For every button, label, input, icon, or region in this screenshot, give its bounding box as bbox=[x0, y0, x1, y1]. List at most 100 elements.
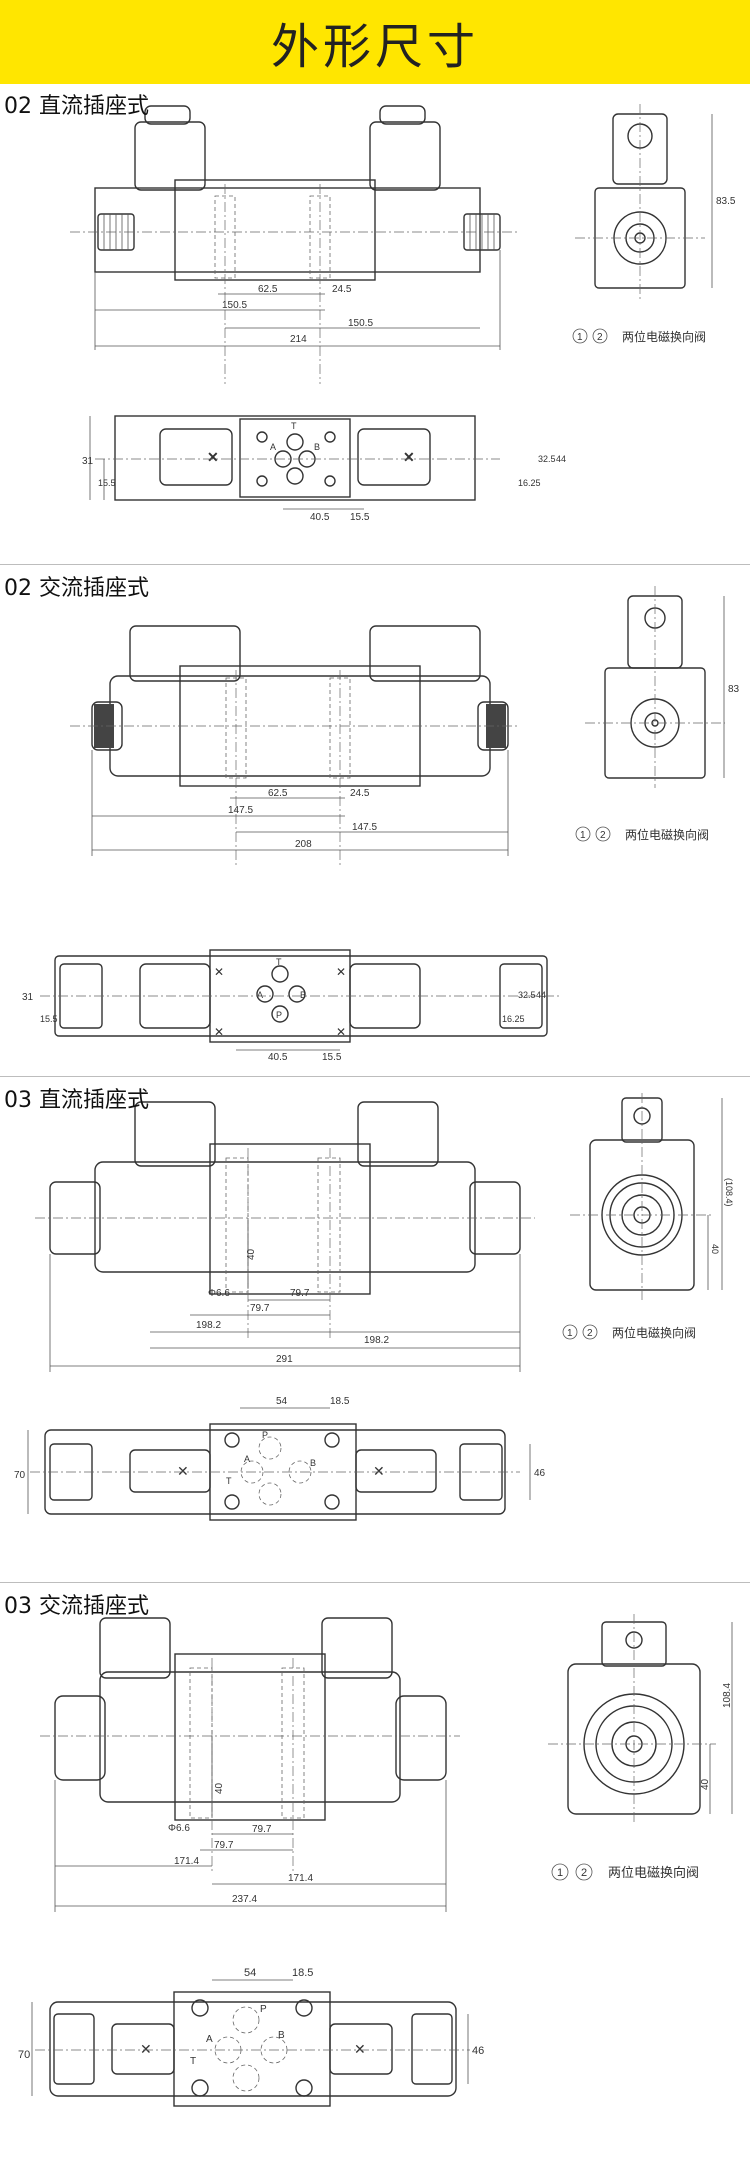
svg-text:40: 40 bbox=[710, 1244, 720, 1254]
svg-text:1: 1 bbox=[577, 332, 583, 343]
side-view: 83 bbox=[585, 586, 740, 788]
svg-text:31: 31 bbox=[82, 456, 94, 467]
page-title: 外形尺寸 bbox=[270, 19, 479, 75]
separator bbox=[0, 1076, 750, 1077]
svg-text:40: 40 bbox=[700, 1778, 711, 1790]
svg-text:✕: ✕ bbox=[140, 2041, 152, 2057]
svg-text:2: 2 bbox=[597, 332, 603, 343]
dim-150-5-2: 150.5 bbox=[348, 318, 373, 329]
svg-text:198.2: 198.2 bbox=[364, 1335, 389, 1346]
svg-text:Φ6.6: Φ6.6 bbox=[208, 1288, 230, 1299]
svg-text:T: T bbox=[276, 957, 282, 967]
bottom-view: ✕✕ P A B T 54 18.5 70 46 bbox=[18, 1967, 484, 2107]
bottom-view: ✕✕ ✕✕ T A B P 31 15.5 40.5 15.5 16.25 32… bbox=[22, 949, 560, 1063]
svg-text:两位电磁换向阀: 两位电磁换向阀 bbox=[612, 1325, 696, 1340]
separator bbox=[0, 1582, 750, 1583]
svg-text:A: A bbox=[244, 1454, 250, 1464]
svg-text:31: 31 bbox=[22, 992, 34, 1003]
svg-text:1: 1 bbox=[557, 1867, 563, 1879]
svg-text:✕: ✕ bbox=[336, 965, 346, 979]
svg-text:P: P bbox=[262, 1430, 268, 1440]
front-view: 40 Φ6.6 79.7 79.7 198.2 198.2 291 bbox=[35, 1101, 535, 1372]
drawing-02-dc: 62.5 24.5 150.5 150.5 214 83.5 1 bbox=[70, 104, 736, 523]
bottom-view: ✕✕ P A B T 54 18.5 70 46 bbox=[14, 1396, 546, 1521]
drawing-02-ac: 62.5 24.5 147.5 147.5 208 83 1 2 两 bbox=[22, 586, 740, 1063]
svg-text:✕: ✕ bbox=[403, 449, 415, 465]
svg-text:40: 40 bbox=[214, 1782, 225, 1794]
svg-text:171.4: 171.4 bbox=[174, 1856, 199, 1867]
svg-text:两位电磁换向阀: 两位电磁换向阀 bbox=[608, 1865, 699, 1880]
port-p bbox=[286, 467, 304, 485]
valve-body bbox=[174, 179, 376, 281]
svg-text:2: 2 bbox=[587, 1328, 593, 1339]
front-view: 62.5 24.5 150.5 150.5 214 bbox=[70, 105, 520, 384]
svg-text:✕: ✕ bbox=[207, 449, 219, 465]
coil-connector-left bbox=[134, 121, 206, 191]
svg-text:32.5: 32.5 bbox=[538, 454, 556, 464]
coil-connector-right bbox=[369, 121, 441, 191]
svg-text:15.5: 15.5 bbox=[350, 512, 370, 523]
svg-text:83: 83 bbox=[728, 684, 740, 695]
svg-text:46: 46 bbox=[534, 1468, 546, 1479]
dim-214: 214 bbox=[290, 334, 307, 345]
drawing-03-ac: 40 Φ6.6 79.7 79.7 171.4 171.4 237.4 bbox=[18, 1614, 733, 2107]
legend-text: 两位电磁换向阀 bbox=[622, 329, 706, 344]
svg-text:T: T bbox=[190, 2056, 196, 2067]
solenoid-body bbox=[94, 187, 481, 273]
svg-text:79.7: 79.7 bbox=[214, 1840, 234, 1851]
legend: 1 2 两位电磁换向阀 bbox=[575, 826, 709, 842]
svg-text:40.5: 40.5 bbox=[268, 1052, 288, 1063]
svg-text:2: 2 bbox=[600, 830, 606, 841]
svg-text:✕: ✕ bbox=[214, 965, 224, 979]
svg-text:A: A bbox=[257, 990, 263, 1000]
svg-text:15.5: 15.5 bbox=[98, 478, 116, 488]
section-title: 03 交流插座式 bbox=[4, 1594, 149, 1619]
svg-text:T: T bbox=[226, 1476, 232, 1486]
side-view: (108.4) 40 bbox=[570, 1093, 734, 1300]
svg-text:147.5: 147.5 bbox=[228, 805, 253, 816]
svg-text:70: 70 bbox=[14, 1470, 26, 1481]
separator bbox=[0, 564, 750, 565]
svg-text:32.5: 32.5 bbox=[518, 990, 536, 1000]
svg-text:16.25: 16.25 bbox=[518, 478, 541, 488]
legend: 1 2 两位电磁换向阀 bbox=[572, 328, 706, 344]
svg-text:A: A bbox=[206, 2034, 213, 2045]
svg-text:Φ6.6: Φ6.6 bbox=[168, 1823, 190, 1834]
front-view: 40 Φ6.6 79.7 79.7 171.4 171.4 237.4 bbox=[40, 1617, 460, 1912]
svg-text:208: 208 bbox=[295, 839, 312, 850]
port-t bbox=[286, 433, 304, 451]
section-title: 02 直流插座式 bbox=[4, 94, 149, 119]
section-title: 03 直流插座式 bbox=[4, 1088, 149, 1113]
svg-text:24.5: 24.5 bbox=[350, 788, 370, 799]
dim-side-height: 83.5 bbox=[716, 196, 736, 207]
side-view: 108.4 40 bbox=[548, 1614, 733, 1824]
bottom-view: ✕ ✕ T A B 31 15.5 40.5 15.5 16.25 32.5 4… bbox=[82, 415, 566, 523]
svg-text:54: 54 bbox=[276, 1396, 288, 1407]
svg-text:18.5: 18.5 bbox=[292, 1967, 313, 1979]
port-face bbox=[239, 418, 351, 498]
svg-text:40: 40 bbox=[246, 1248, 257, 1260]
svg-text:T: T bbox=[291, 421, 297, 431]
svg-text:P: P bbox=[276, 1010, 282, 1020]
svg-text:2: 2 bbox=[581, 1867, 587, 1879]
header-banner: 外形尺寸 bbox=[0, 0, 750, 84]
section-title: 02 交流插座式 bbox=[4, 576, 149, 601]
svg-text:79.7: 79.7 bbox=[252, 1824, 272, 1835]
svg-text:1: 1 bbox=[580, 830, 586, 841]
svg-text:15.5: 15.5 bbox=[40, 1014, 58, 1024]
svg-text:15.5: 15.5 bbox=[322, 1052, 342, 1063]
svg-text:291: 291 bbox=[276, 1354, 293, 1365]
svg-text:44: 44 bbox=[536, 990, 546, 1000]
svg-text:54: 54 bbox=[244, 1967, 256, 1979]
svg-text:B: B bbox=[278, 2030, 285, 2041]
dim-150-5-1: 150.5 bbox=[222, 300, 247, 311]
svg-text:P: P bbox=[260, 2004, 267, 2015]
svg-text:108.4: 108.4 bbox=[722, 1683, 733, 1708]
drawing-03-dc: 40 Φ6.6 79.7 79.7 198.2 198.2 291 bbox=[14, 1093, 734, 1521]
svg-text:✕: ✕ bbox=[373, 1463, 385, 1479]
legend: 1 2 两位电磁换向阀 bbox=[551, 1863, 699, 1881]
svg-text:70: 70 bbox=[18, 2049, 30, 2061]
svg-text:44: 44 bbox=[556, 454, 566, 464]
dim-62-5: 62.5 bbox=[258, 284, 278, 295]
svg-text:A: A bbox=[270, 442, 276, 452]
